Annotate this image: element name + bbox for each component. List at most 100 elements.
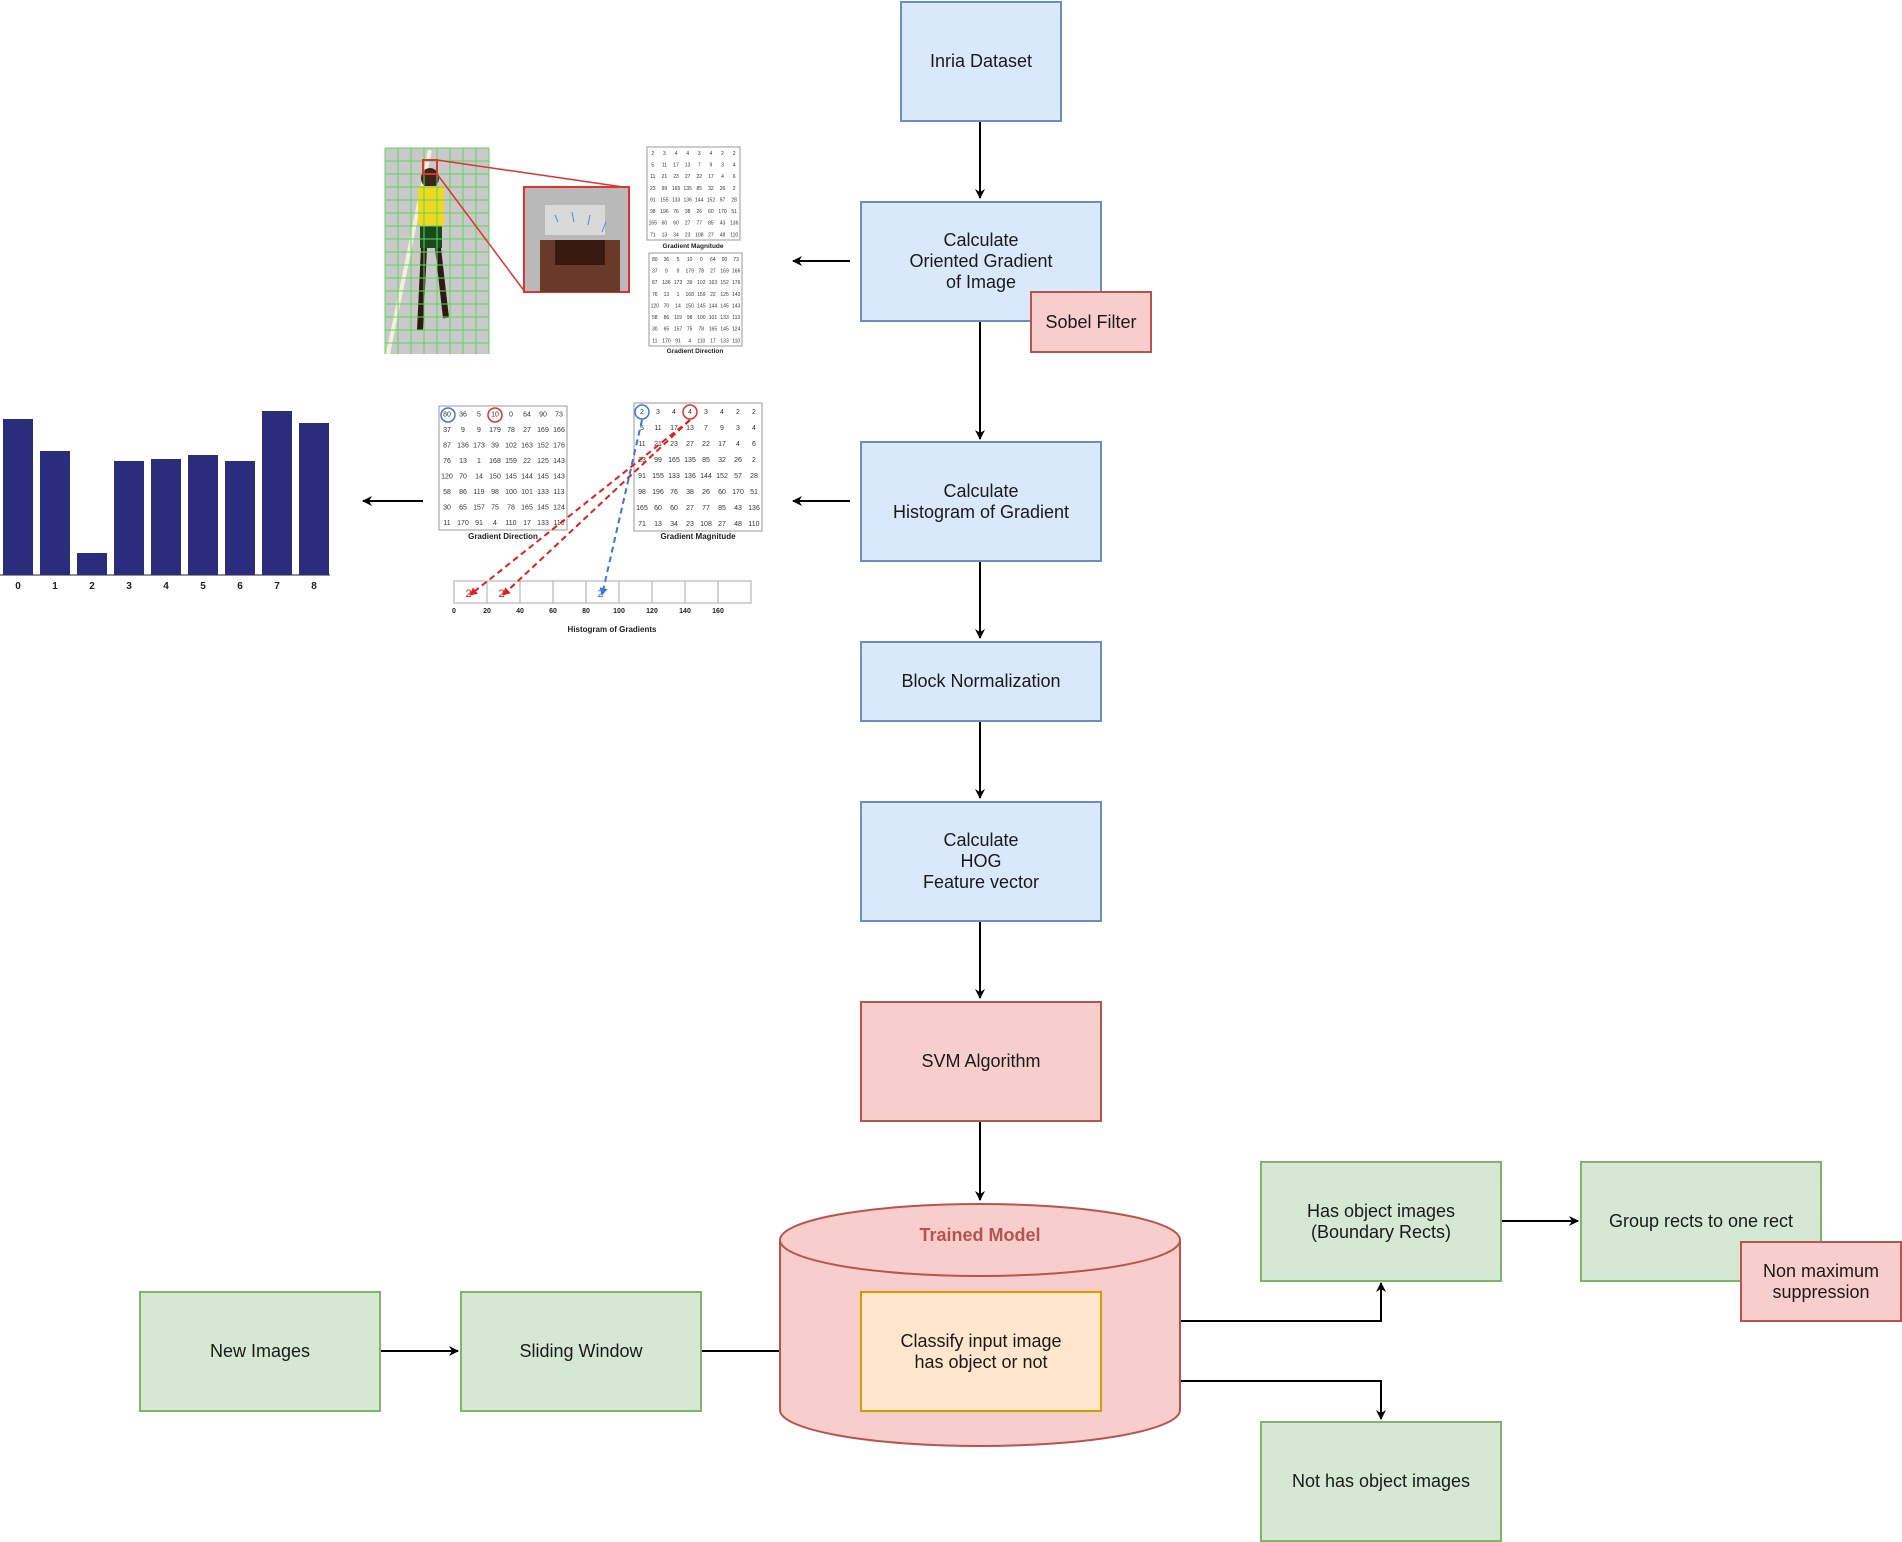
magnitude2-cell: 60 xyxy=(670,505,678,512)
direction-cell: 165 xyxy=(709,327,718,333)
magnitude-cell: 155 xyxy=(660,197,669,203)
magnitude2-cell: 85 xyxy=(718,505,726,512)
direction-cell: 98 xyxy=(687,315,693,321)
magnitude2-cell: 23 xyxy=(686,521,694,528)
magnitude2-cell: 135 xyxy=(684,457,696,464)
direction-cell: 102 xyxy=(697,280,706,286)
direction2-cell: 58 xyxy=(443,489,451,496)
direction-cell: 176 xyxy=(732,280,741,286)
not-has-object-node[interactable]: Not has object images xyxy=(1260,1421,1502,1542)
svm-algorithm-node[interactable]: SVM Algorithm xyxy=(860,1001,1102,1122)
histogram-gradient-node[interactable]: Calculate Histogram of Gradient xyxy=(860,441,1102,562)
magnitude-cell: 135 xyxy=(684,186,693,192)
magnitude2-cell: 133 xyxy=(668,473,680,480)
direction2-cell: 0 xyxy=(509,412,513,419)
magnitude2-cell: 136 xyxy=(748,505,760,512)
sliding-window-node[interactable]: Sliding Window xyxy=(460,1291,702,1412)
magnitude2-cell: 144 xyxy=(700,473,712,480)
direction-cell: 159 xyxy=(697,292,706,298)
magnitude2-cell: 85 xyxy=(702,457,710,464)
magnitude2-cell: 13 xyxy=(654,521,662,528)
bar-tick-label: 4 xyxy=(163,581,169,592)
bar-tick-label: 6 xyxy=(237,581,243,592)
magnitude-cell: 5 xyxy=(651,163,654,169)
magnitude2-cell: 60 xyxy=(718,489,726,496)
bar-tick-label: 8 xyxy=(311,581,317,592)
direction2-cell: 145 xyxy=(505,474,517,481)
magnitude2-cell: 32 xyxy=(718,457,726,464)
magnitude-cell: 85 xyxy=(708,221,714,227)
direction-cell: 65 xyxy=(664,327,670,333)
direction2-cell: 119 xyxy=(473,489,484,496)
magnitude-caption-2: Gradient Magnitude xyxy=(660,532,736,541)
magnitude-cell: 4 xyxy=(675,151,678,157)
inria-dataset-node[interactable]: Inria Dataset xyxy=(900,1,1062,122)
magnitude-cell: 26 xyxy=(697,209,703,215)
magnitude-cell: 144 xyxy=(695,197,704,203)
has-object-images-node[interactable]: Has object images (Boundary Rects) xyxy=(1260,1161,1502,1282)
magnitude-cell: 28 xyxy=(731,197,737,203)
magnitude-cell: 4 xyxy=(710,151,713,157)
direction-cell: 152 xyxy=(720,280,729,286)
direction2-cell: 86 xyxy=(459,489,467,496)
direction2-cell: 9 xyxy=(477,427,481,434)
direction2-cell: 87 xyxy=(443,443,451,450)
hog-feature-vector-node[interactable]: Calculate HOG Feature vector xyxy=(860,801,1102,922)
magnitude2-cell: 48 xyxy=(734,521,742,528)
magnitude2-cell: 77 xyxy=(702,505,710,512)
magnitude-cell: 27 xyxy=(708,232,714,238)
magnitude2-cell: 26 xyxy=(702,489,710,496)
sobel-filter-node[interactable]: Sobel Filter xyxy=(1030,291,1152,353)
magnitude2-cell: 9 xyxy=(720,425,724,432)
magnitude-cell: 165 xyxy=(672,186,681,192)
direction2-cell: 157 xyxy=(473,505,485,512)
magnitude-cell: 32 xyxy=(708,186,714,192)
magnitude-cell: 38 xyxy=(685,209,691,215)
direction-cell: 30 xyxy=(652,327,658,333)
magnitude2-cell: 13 xyxy=(686,425,694,432)
magnitude-cell: 17 xyxy=(673,163,679,169)
magnitude2-cell: 2 xyxy=(640,409,644,416)
magnitude-cell: 2 xyxy=(733,186,736,192)
direction2-cell: 170 xyxy=(457,520,469,527)
direction2-cell: 37 xyxy=(443,427,451,434)
magnitude-cell: 23 xyxy=(685,232,691,238)
magnitude2-cell: 99 xyxy=(654,457,662,464)
nms-node[interactable]: Non maximum suppression xyxy=(1740,1241,1902,1322)
magnitude2-cell: 4 xyxy=(688,409,692,416)
classify-node[interactable]: Classify input image has object or not xyxy=(860,1291,1102,1412)
magnitude-cell: 3 xyxy=(698,151,701,157)
block-normalization-node[interactable]: Block Normalization xyxy=(860,641,1102,722)
magnitude2-cell: 51 xyxy=(750,489,758,496)
direction-cell: 124 xyxy=(732,327,741,333)
direction-cell: 10 xyxy=(687,257,693,263)
direction-cell: 166 xyxy=(732,269,741,275)
direction-cell: 9 xyxy=(677,269,680,275)
bar-tick-label: 7 xyxy=(274,581,280,592)
bar-tick-label: 2 xyxy=(89,581,95,592)
direction-cell: 90 xyxy=(722,257,728,263)
direction2-cell: 113 xyxy=(553,489,564,496)
bar-tick-label: 1 xyxy=(52,581,58,592)
oriented-gradient-node[interactable]: Calculate Oriented Gradient of Image xyxy=(860,201,1102,322)
direction-cell: 37 xyxy=(652,269,658,275)
magnitude2-cell: 71 xyxy=(638,521,646,528)
direction2-cell: 136 xyxy=(457,443,469,450)
bar-5 xyxy=(188,455,218,575)
bar-4 xyxy=(151,459,181,575)
bar-1 xyxy=(40,451,70,575)
magnitude2-cell: 4 xyxy=(736,441,740,448)
direction-cell: 80 xyxy=(652,257,658,263)
arrow-classify-to-has-object xyxy=(1102,1282,1386,1322)
new-images-node[interactable]: New Images xyxy=(139,1291,381,1412)
magnitude-cell: 9 xyxy=(710,163,713,169)
direction-cell: 14 xyxy=(675,303,681,309)
direction-cell: 58 xyxy=(652,315,658,321)
group-rects-node[interactable]: Group rects to one rect xyxy=(1580,1161,1822,1282)
histogram-bin-label: 60 xyxy=(549,608,557,615)
direction2-cell: 64 xyxy=(523,412,531,419)
magnitude2-cell: 170 xyxy=(732,489,744,496)
direction-cell: 119 xyxy=(674,315,682,321)
